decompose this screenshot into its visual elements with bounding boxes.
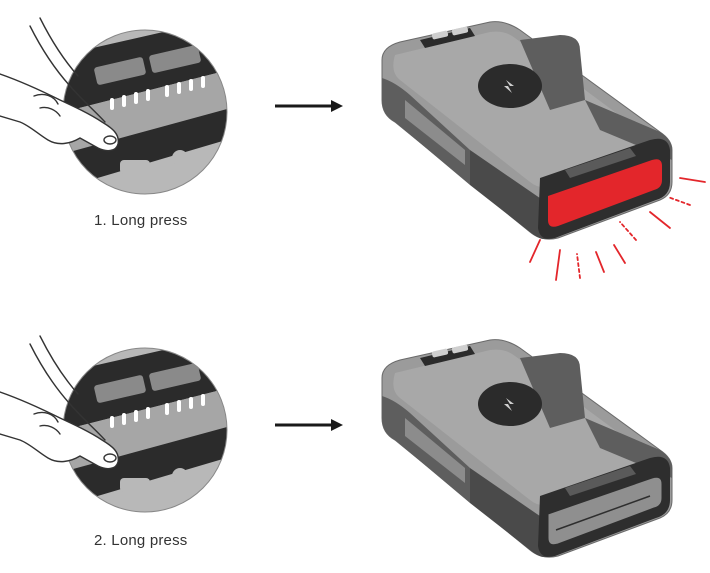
device-light-on (381, 21, 706, 281)
light-lens-on (548, 159, 662, 227)
arrow-right-icon (273, 98, 345, 114)
arrow-right-icon (273, 417, 345, 433)
step-1 (0, 17, 706, 281)
step-1-caption: 1. Long press (94, 212, 188, 229)
device-light-off (381, 339, 673, 558)
closeup-circle-2 (63, 348, 227, 512)
light-lens-off (547, 476, 663, 546)
light-rays-icon (529, 177, 706, 281)
step-2 (0, 335, 673, 558)
step-2-caption: 2. Long press (94, 532, 188, 549)
closeup-circle-1 (63, 30, 227, 194)
